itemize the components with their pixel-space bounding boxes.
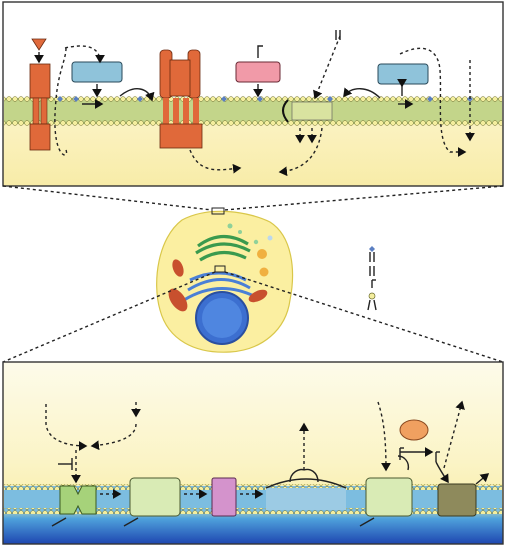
zoom-box-top [211, 207, 225, 215]
blue-lipid-markers [57, 96, 473, 102]
membrane-protein-magenta [211, 477, 237, 517]
vesicle-2 [259, 267, 269, 277]
receptor-2 [159, 49, 203, 149]
signal-protein-box-pink [235, 61, 281, 83]
legend-lipid-icon [368, 292, 376, 300]
receptor-1 [29, 38, 51, 151]
top-membrane [4, 98, 502, 124]
membrane-protein-1 [129, 477, 181, 517]
caveola [282, 99, 289, 123]
mitochondrion-3 [248, 289, 268, 303]
zoom-line-bottom-left [2, 271, 216, 363]
zoom-line-top-right [223, 185, 504, 211]
membrane-protein-olive [437, 483, 477, 517]
signal-oval [399, 419, 429, 441]
signal-protein-box-1 [71, 61, 123, 83]
zoom-line-bottom-right [224, 271, 504, 363]
ligand-triangle-icon [31, 38, 47, 51]
mitochondrion-1 [172, 259, 184, 277]
cell-body [156, 210, 294, 353]
mitochondrion-2 [168, 288, 188, 312]
bottom-panel [2, 361, 504, 545]
zoom-line-top-left [2, 185, 213, 211]
vesicle-1 [257, 249, 267, 259]
lipid-raft [291, 101, 333, 121]
bottom-lipid-raft [266, 488, 346, 510]
signal-protein-box-2 [377, 63, 429, 85]
golgi [195, 234, 251, 262]
endoplasmic-reticulum [183, 271, 259, 302]
cell-overview [156, 207, 294, 353]
legend-icons [367, 246, 377, 311]
legend-sphingolipid-icon [369, 246, 375, 252]
membrane-protein-2 [365, 477, 413, 517]
channel-protein [59, 485, 97, 515]
zoom-box-bottom [214, 265, 226, 273]
top-panel [2, 1, 504, 187]
